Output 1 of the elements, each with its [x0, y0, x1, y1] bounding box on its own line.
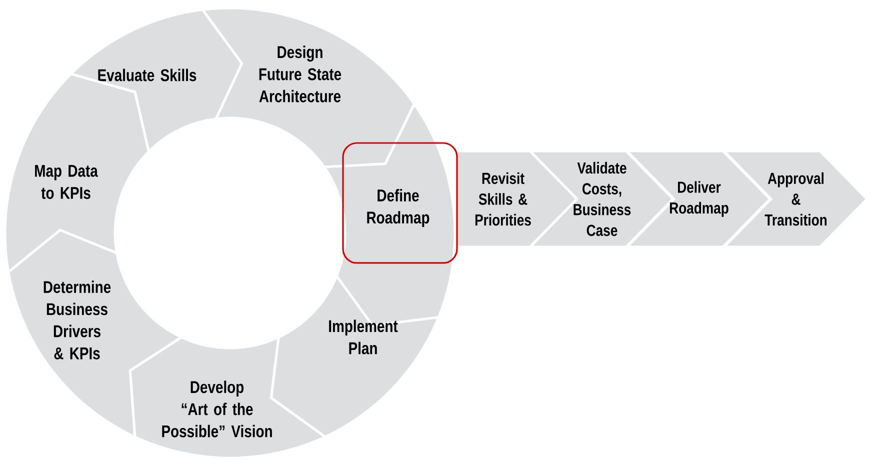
node-label: Determine Business Drivers & KPIs	[44, 280, 111, 360]
